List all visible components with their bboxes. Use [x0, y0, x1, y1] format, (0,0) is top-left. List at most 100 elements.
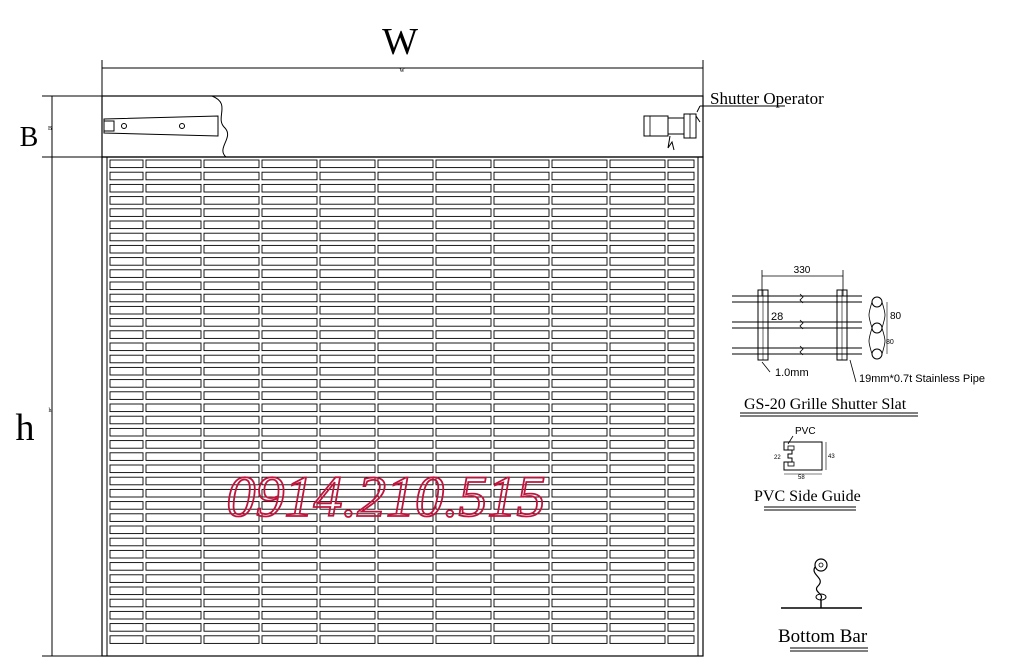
pvc-dim-58: 58 — [798, 475, 805, 481]
grille-slat-cell — [109, 232, 144, 242]
grille-slat-cell — [261, 379, 318, 388]
grille-slat-cell — [667, 281, 695, 291]
grille-slat-cell — [145, 403, 202, 413]
grille-slat-cell — [609, 549, 666, 559]
grille-slat-cell — [377, 318, 434, 327]
grille-slat-cell — [145, 257, 202, 266]
grille-slat-cell — [609, 391, 666, 400]
grille-slat-cell — [203, 354, 260, 364]
grille-slat-cell — [203, 476, 260, 486]
pvc-side-guide-detail: PVC 22 43 58 PVC Side Guide — [754, 426, 861, 511]
grille-slat-cell — [377, 562, 434, 571]
grille-slat-cell — [609, 440, 666, 449]
grille-slat-cell — [319, 513, 376, 522]
grille-slat-cell — [109, 549, 144, 559]
grille-slat-cell — [203, 403, 260, 413]
grille-slat-cell — [435, 586, 492, 596]
grille-slat-cell — [261, 318, 318, 327]
grille-slat-cell — [493, 501, 550, 510]
grille-slat-cell — [319, 440, 376, 449]
grille-slat-cell — [377, 391, 434, 400]
grille-slat-cell — [145, 293, 202, 303]
grille-slat-cell — [609, 586, 666, 596]
grille-slat-cell — [109, 513, 144, 522]
grille-slat-cell — [609, 452, 666, 461]
grille-slat-cell — [609, 427, 666, 437]
pvc-dim-22: 22 — [774, 455, 781, 461]
bottom-bar-caption: Bottom Bar — [778, 626, 868, 647]
grille-slat-cell — [109, 464, 144, 474]
grille-slat-cell — [435, 415, 492, 425]
grille-slat-cell — [667, 403, 695, 413]
grille-slat-cell — [145, 330, 202, 339]
grille-slat-cell — [203, 513, 260, 522]
grille-slat-cell — [493, 525, 550, 535]
grille-slat-cell — [203, 330, 260, 339]
grille-slat-cell — [109, 220, 144, 230]
grille-slat-cell — [145, 635, 202, 644]
grille-slat-cell — [493, 208, 550, 217]
grille-slat-cell — [319, 159, 376, 169]
grille-slat-cell — [145, 391, 202, 400]
grille-slat-cell — [109, 159, 144, 169]
pvc-side-guide-caption: PVC Side Guide — [754, 488, 861, 505]
grille-slat-cell — [109, 598, 144, 608]
grille-slat-cell — [377, 342, 434, 352]
grille-slat-cell — [551, 488, 608, 498]
grille-slat-cell — [145, 281, 202, 291]
grille-slat-cell — [261, 354, 318, 364]
grille-slat-cell — [377, 537, 434, 547]
grille-slat-cell — [319, 549, 376, 559]
grille-slat-cell — [435, 562, 492, 571]
grille-slat-cell — [493, 318, 550, 327]
height-label: h — [16, 407, 35, 449]
grille-slat-cell — [667, 501, 695, 510]
shutter-box — [101, 95, 704, 158]
grille-slat-cell — [145, 171, 202, 181]
grille-slat-cell — [551, 549, 608, 559]
grille-slat-cell — [145, 379, 202, 388]
grille-slat-cell — [609, 598, 666, 608]
grille-slat-cell — [551, 208, 608, 217]
grille-slat-cell — [203, 342, 260, 352]
grille-slat-cell — [609, 525, 666, 535]
grille-slat-cell — [109, 196, 144, 205]
grille-slat-cell — [667, 244, 695, 254]
grille-slat-cell — [493, 244, 550, 254]
width-small-label: w — [399, 66, 405, 74]
grille-slat-cell — [667, 464, 695, 474]
grille-slat-cell — [493, 452, 550, 461]
grille-slat-cell — [609, 342, 666, 352]
grille-slat-cell — [493, 440, 550, 449]
grille-slat-cell — [109, 269, 144, 278]
grille-slat-cell — [203, 586, 260, 596]
grille-slat-cell — [551, 171, 608, 181]
grille-slat-cell — [377, 415, 434, 425]
grille-slat-cell — [667, 208, 695, 217]
grille-slat-cell — [493, 562, 550, 571]
grille-slat-cell — [109, 501, 144, 510]
grille-slat-cell — [667, 220, 695, 230]
grille-slat-cell — [261, 635, 318, 644]
grille-slat-cell — [435, 501, 492, 510]
grille-slat-cell — [109, 537, 144, 547]
grille-slat-cell — [203, 562, 260, 571]
grille-slat-cell — [493, 183, 550, 193]
shutter-operator-motor: Shutter Operator — [643, 89, 824, 151]
grille-slat-cell — [377, 257, 434, 266]
grille-slat-cell — [493, 196, 550, 205]
grille-slat-cell — [551, 318, 608, 327]
grille-slat-cell — [319, 488, 376, 498]
grille-slat-cell — [377, 586, 434, 596]
grille-slat-cell — [145, 269, 202, 278]
grille-slat-cell — [609, 159, 666, 169]
grille-slat-cell — [261, 549, 318, 559]
grille-slat-cell — [261, 342, 318, 352]
grille-slat-cell — [109, 623, 144, 632]
grille-slat-cell — [145, 525, 202, 535]
grille-slat-cell — [609, 537, 666, 547]
grille-slat-cell — [319, 330, 376, 339]
grille-slat-cell — [435, 488, 492, 498]
grille-slat-cell — [667, 476, 695, 486]
grille-slat-cell — [435, 610, 492, 620]
